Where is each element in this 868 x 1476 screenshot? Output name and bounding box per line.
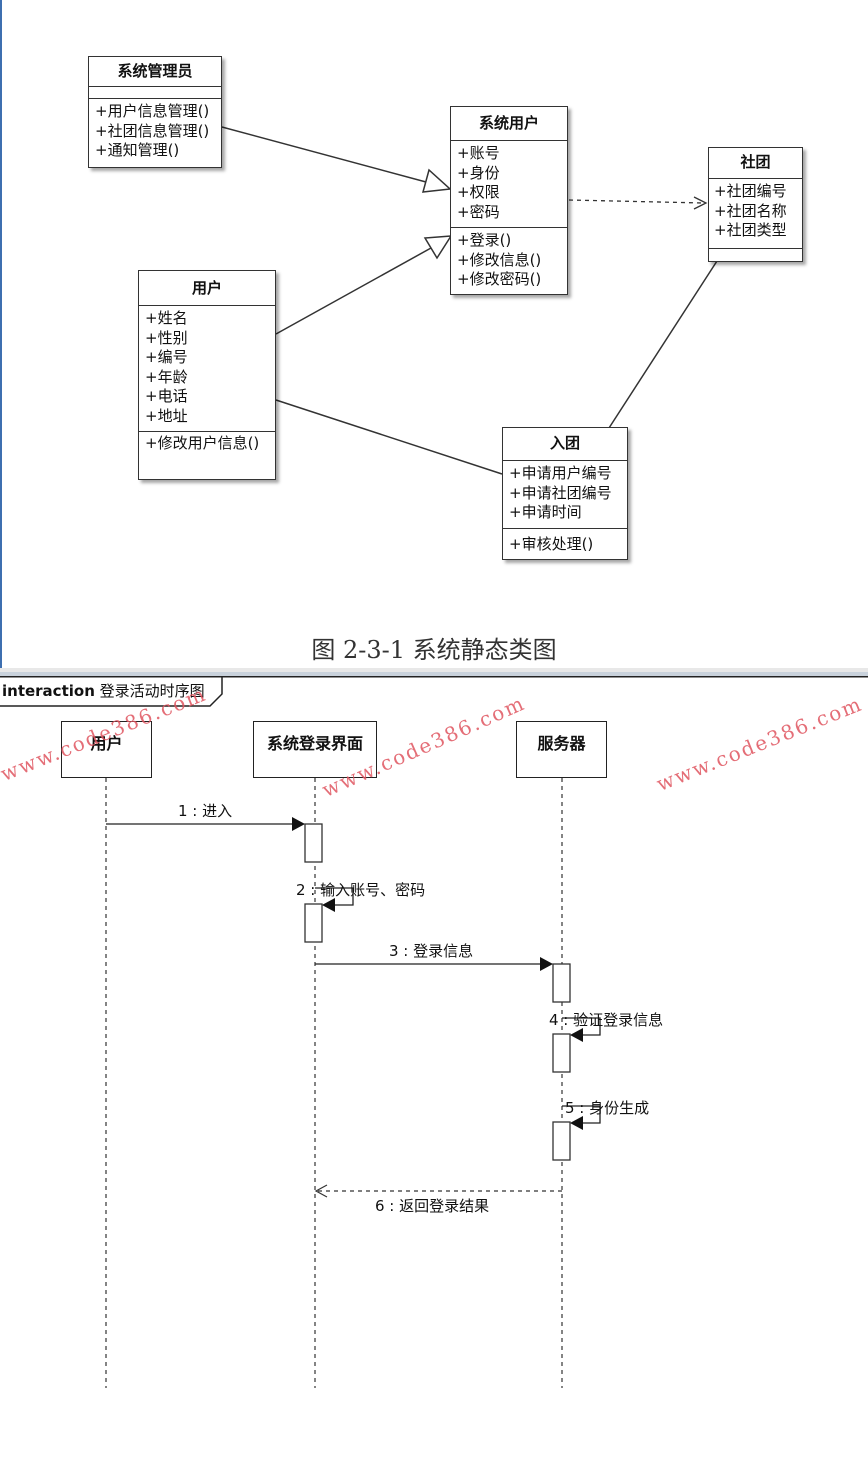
class-name: 用户 xyxy=(139,271,275,306)
user-join-association xyxy=(275,399,503,475)
attribute: +密码 xyxy=(457,202,500,221)
club-join-association xyxy=(608,260,718,429)
class-operations: +登录() +修改信息() +修改密码() xyxy=(451,228,567,290)
attribute: +社团编号 xyxy=(714,182,787,200)
lifeline-head-user: 用户 xyxy=(61,721,152,778)
attribute: +申请社团编号 xyxy=(509,483,612,502)
attribute: +权限 xyxy=(457,183,500,201)
class-attributes: +社团编号 +社团名称 +社团类型 xyxy=(709,179,802,249)
attribute: +社团类型 xyxy=(714,221,787,239)
message-2-arrowhead xyxy=(322,898,335,912)
activation-bar xyxy=(552,1121,571,1161)
operation: +用户信息管理() xyxy=(95,102,210,120)
message-label: 2 : 输入账号、密码 xyxy=(296,881,426,899)
dependency-arrowhead xyxy=(693,196,708,210)
attribute: +电话 xyxy=(145,387,188,405)
attribute: +编号 xyxy=(145,348,188,366)
separator xyxy=(0,672,868,676)
lifeline-head-server: 服务器 xyxy=(516,721,607,778)
attribute: +性别 xyxy=(145,328,188,347)
operation: +登录() xyxy=(457,231,512,249)
class-operations: +修改用户信息() xyxy=(139,432,275,454)
message-label: 4 : 验证登录信息 xyxy=(549,1011,664,1029)
class-system-user: 系统用户 +账号 +身份 +权限 +密码 +登录() +修改信息() +修改密码… xyxy=(450,106,568,295)
class-attributes: +账号 +身份 +权限 +密码 xyxy=(451,141,567,228)
message-label: 5 : 身份生成 xyxy=(565,1099,650,1117)
class-attributes: +申请用户编号 +申请社团编号 +申请时间 xyxy=(503,461,627,529)
message-5-line xyxy=(562,1105,601,1124)
separator xyxy=(0,668,868,672)
activation-bar xyxy=(304,903,323,943)
class-diagram: 系统管理员 +用户信息管理() +社团信息管理() +通知管理() 系统用户 +… xyxy=(0,0,868,668)
dependency-line xyxy=(568,199,705,204)
activation-bar xyxy=(304,823,323,863)
class-name: 入团 xyxy=(503,428,627,461)
message-6-arrowhead xyxy=(314,1184,328,1198)
class-attributes: +姓名 +性别 +编号 +年龄 +电话 +地址 xyxy=(139,306,275,432)
message-5-arrowhead xyxy=(570,1116,583,1130)
attribute: +账号 xyxy=(457,144,500,162)
operation: +通知管理() xyxy=(95,141,180,159)
class-name: 社团 xyxy=(709,148,802,179)
attribute: +年龄 xyxy=(145,367,188,386)
class-operations: +审核处理() xyxy=(503,529,627,555)
activation-bar xyxy=(552,963,571,1003)
attribute: +社团名称 xyxy=(714,201,787,220)
message-label: 1 : 进入 xyxy=(178,802,233,820)
operation: +修改密码() xyxy=(457,270,542,288)
operation: +修改用户信息() xyxy=(145,434,260,452)
lifeline-head-login-ui: 系统登录界面 xyxy=(253,721,377,778)
class-club: 社团 +社团编号 +社团名称 +社团类型 xyxy=(708,147,803,262)
sequence-lines xyxy=(0,676,868,1388)
message-1-arrowhead xyxy=(292,817,305,831)
frame-tab: interaction 登录活动时序图 xyxy=(0,676,221,706)
user-generalization-line xyxy=(275,247,432,335)
operation: +修改信息() xyxy=(457,250,542,269)
operation: +审核处理() xyxy=(509,535,594,553)
attribute: +申请用户编号 xyxy=(509,464,612,482)
message-2-line xyxy=(315,887,354,906)
message-label: 3 : 登录信息 xyxy=(389,942,474,960)
message-4-arrowhead xyxy=(570,1028,583,1042)
message-label: 6 : 返回登录结果 xyxy=(375,1197,490,1215)
figure-caption: 图 2-3-1 系统静态类图 xyxy=(311,636,557,664)
window-left-edge xyxy=(0,0,2,668)
frame-tab-outline xyxy=(0,676,223,707)
class-operations: +用户信息管理() +社团信息管理() +通知管理() xyxy=(89,99,221,161)
class-relations xyxy=(221,126,718,475)
attribute: +申请时间 xyxy=(509,503,582,521)
admin-generalization-arrowhead xyxy=(421,168,452,193)
class-name: 系统用户 xyxy=(451,107,567,141)
class-name: 系统管理员 xyxy=(89,57,221,87)
activation-bar xyxy=(552,1033,571,1073)
sequence-diagram: interaction 登录活动时序图 用户 系统登录界面 服务器 1 : 进入… xyxy=(0,676,868,1476)
class-system-admin: 系统管理员 +用户信息管理() +社团信息管理() +通知管理() xyxy=(88,56,222,168)
admin-generalization-line xyxy=(221,126,427,183)
operation: +社团信息管理() xyxy=(95,121,210,140)
user-generalization-arrowhead xyxy=(423,235,453,260)
attribute: +姓名 xyxy=(145,309,188,327)
frame-keyword: interaction xyxy=(2,682,95,700)
attribute: +身份 xyxy=(457,163,500,182)
class-attributes xyxy=(89,87,221,99)
class-user: 用户 +姓名 +性别 +编号 +年龄 +电话 +地址 +修改用户信息() xyxy=(138,270,276,480)
message-3-arrowhead xyxy=(540,957,553,971)
class-join: 入团 +申请用户编号 +申请社团编号 +申请时间 +审核处理() xyxy=(502,427,628,560)
message-4-line xyxy=(562,1017,601,1036)
attribute: +地址 xyxy=(145,406,188,425)
frame-title: 登录活动时序图 xyxy=(99,682,205,700)
